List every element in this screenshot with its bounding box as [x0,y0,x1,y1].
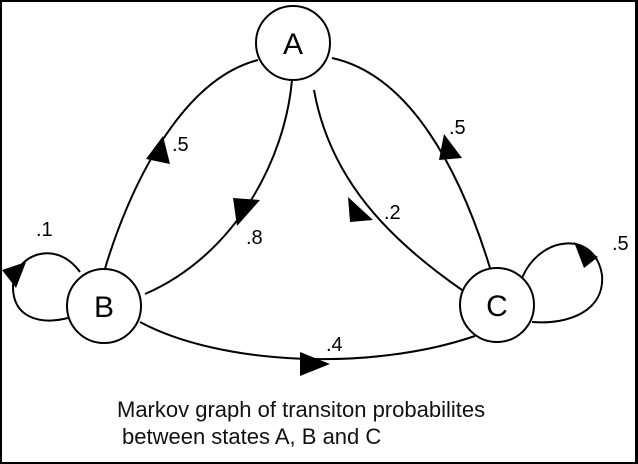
edge-c-self-loop-label: .5 [612,233,629,255]
edge-b-to-a-arrowhead [146,136,170,164]
edge-c-self-loop-line [521,242,604,324]
edge-a-to-c-line [313,89,463,291]
node-b-label: B [94,291,114,324]
edge-b-to-a-label: .5 [172,134,189,156]
node-c: C [459,267,535,343]
edge-b-to-a-line [103,59,259,273]
edge-b-self-loop-arrowhead [2,262,26,288]
node-a-circle [255,5,331,81]
edge-b-to-c: .4 [139,321,476,376]
node-b-circle [66,268,142,344]
edge-c-self-loop: .5 [521,233,629,324]
edge-c-to-a-line [331,57,491,269]
edge-a-to-b-arrowhead [233,198,260,226]
edge-c-to-a-label: .5 [449,117,466,139]
edge-b-self-loop: .1 [2,219,81,322]
edge-a-to-b-label: .8 [246,227,263,249]
edge-a-to-b-line [144,79,293,295]
edge-b-to-c-line [139,321,476,361]
edge-b-to-c-arrowhead [300,352,330,376]
node-a-label: A [283,28,303,61]
node-a: A [255,5,331,81]
edge-c-to-a-arrowhead [439,134,462,160]
caption-line-1: Markov graph of transiton probabilites [117,397,486,422]
caption-line-2: between states A, B and C [122,424,382,449]
node-c-circle [459,267,535,343]
edge-b-self-loop-label: .1 [36,219,53,241]
edge-a-to-c-arrowhead [348,197,373,222]
edge-a-to-c: .2 [313,89,463,291]
node-b: B [66,268,142,344]
edge-b-to-a: .5 [103,59,259,273]
edge-c-to-a: .5 [331,57,491,269]
edge-a-to-b: .8 [144,79,293,295]
node-c-label: C [486,290,508,323]
edge-c-self-loop-arrowhead [574,242,598,268]
edge-b-self-loop-line [11,252,81,322]
edge-a-to-c-label: .2 [384,202,401,224]
edge-b-to-c-label: .4 [326,334,343,356]
